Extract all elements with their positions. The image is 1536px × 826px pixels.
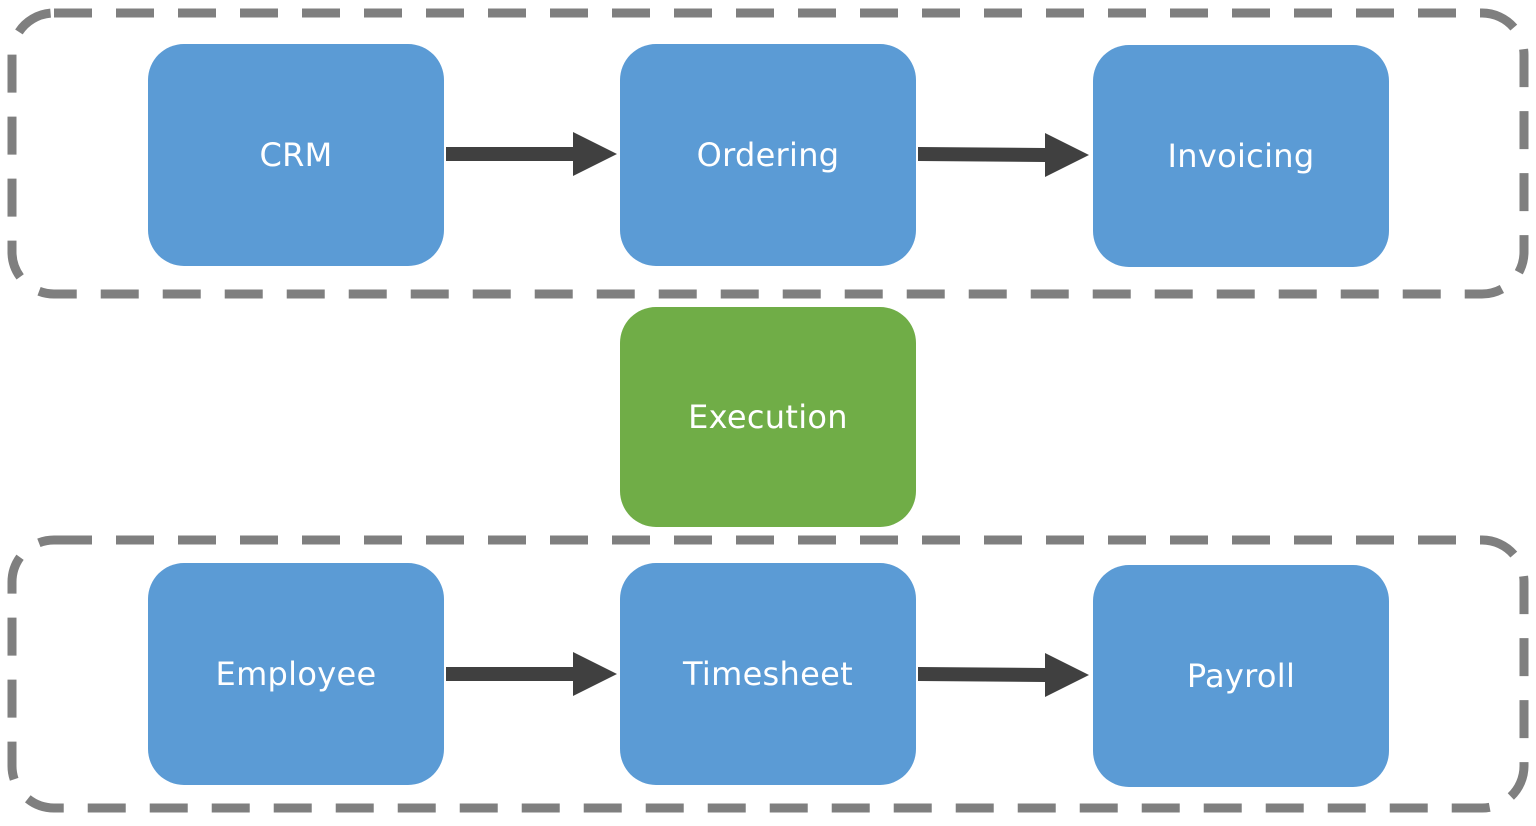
payroll-label: Payroll bbox=[1186, 657, 1296, 695]
invoicing-box: Invoicing bbox=[1093, 45, 1389, 267]
execution-label: Execution bbox=[688, 398, 848, 436]
timesheet-box: Timesheet bbox=[620, 563, 916, 785]
employee-label: Employee bbox=[215, 655, 377, 693]
arrow-timesheet-to-payroll bbox=[918, 653, 1089, 697]
ordering-label: Ordering bbox=[696, 136, 840, 174]
crm-label: CRM bbox=[259, 136, 333, 174]
execution-box: Execution bbox=[620, 307, 916, 527]
employee-box: Employee bbox=[148, 563, 444, 785]
top-group-border bbox=[7, 8, 1529, 299]
arrow-crm-to-ordering bbox=[446, 132, 617, 176]
arrow-ordering-to-invoicing bbox=[918, 133, 1089, 177]
crm-box: CRM bbox=[148, 44, 444, 266]
invoicing-label: Invoicing bbox=[1167, 137, 1315, 175]
arrow-employee-to-timesheet bbox=[446, 652, 617, 696]
timesheet-label: Timesheet bbox=[683, 655, 853, 693]
payroll-box: Payroll bbox=[1093, 565, 1389, 787]
ordering-box: Ordering bbox=[620, 44, 916, 266]
bottom-group-border bbox=[7, 535, 1529, 813]
